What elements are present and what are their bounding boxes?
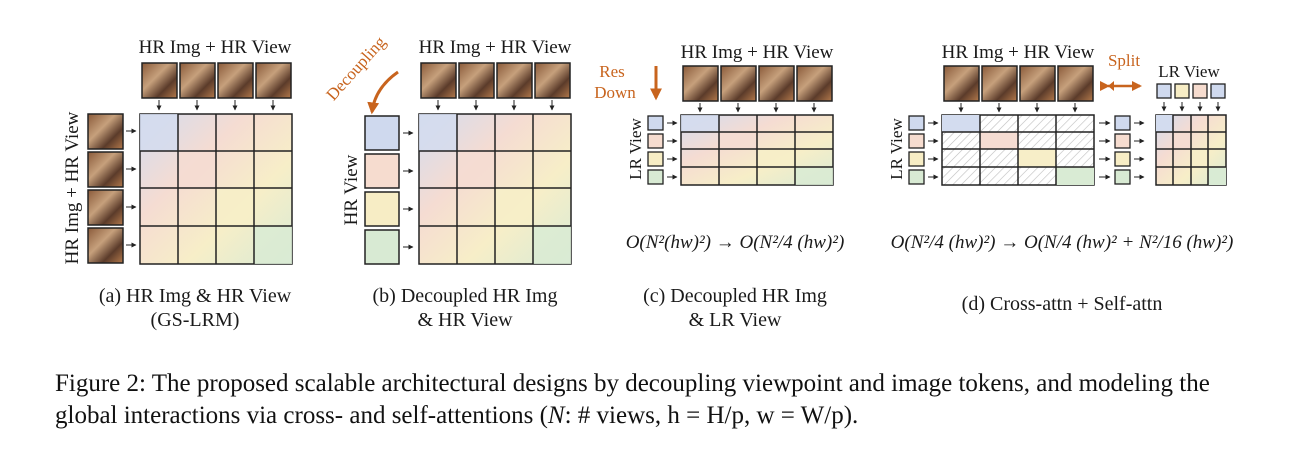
panel-c-formula: O(N²(hw)²) → O(N²/4 (hw)²) [626, 232, 845, 253]
thumbnail-image [943, 65, 980, 102]
panel-c-attention-grid [680, 114, 834, 186]
panel-b-caption-line2: & HR View [417, 309, 513, 331]
res-down-line1: Res [599, 62, 625, 81]
panel-a-image-column [87, 113, 137, 264]
view-token [908, 115, 925, 131]
panel-b-caption-line1: (b) Decoupled HR Img [373, 285, 558, 307]
thumbnail-image [534, 62, 571, 99]
panel-a-caption-line1: (a) HR Img & HR View [99, 285, 292, 307]
view-token [364, 115, 400, 151]
view-token [1114, 133, 1131, 149]
panel-d-top-label: HR Img + HR View [942, 42, 1095, 63]
view-token [364, 191, 400, 227]
view-token [1192, 83, 1208, 99]
thumbnail-image [255, 62, 292, 99]
thumbnail-image [217, 62, 254, 99]
figure-caption: Figure 2: The proposed scalable architec… [55, 368, 1265, 432]
panel-b-side-label: HR View [341, 154, 362, 225]
view-token [1114, 151, 1131, 167]
thumbnail-image [981, 65, 1018, 102]
panel-d-caption-line1: (d) Cross-attn + Self-attn [962, 293, 1163, 315]
caption-suffix: : # views, h = H/p, w = W/p). [564, 402, 859, 429]
panel-c-view-tokens [647, 115, 678, 185]
panel-b: Decoupling HR Img + HR View HR View [322, 32, 572, 331]
caption-math: N [547, 402, 565, 429]
thumbnail-image [796, 65, 833, 102]
thumbnail-image [179, 62, 216, 99]
res-down-line2: Down [594, 83, 636, 102]
panel-c-top-label: HR Img + HR View [681, 42, 834, 63]
panel-b-attention-grid [418, 113, 572, 265]
thumbnail-image [458, 62, 495, 99]
panel-a-image-row [141, 62, 292, 111]
thumbnail-image [720, 65, 757, 102]
panel-c-image-row [682, 65, 833, 113]
panel-d-formula: O(N²/4 (hw)²) → O(N/4 (hw)² + N²/16 (hw)… [891, 232, 1234, 253]
panel-a: HR Img + HR View HR Img + HR View [62, 37, 293, 331]
thumbnail-image [87, 227, 124, 264]
thumbnail-image [420, 62, 457, 99]
panel-a-top-label: HR Img + HR View [139, 37, 292, 58]
panel-d: HR Img + HR View Split LR View L [887, 42, 1233, 315]
thumbnail-image [496, 62, 533, 99]
caption-prefix: Figure 2: The proposed scalable architec… [55, 370, 1210, 429]
panel-b-top-label: HR Img + HR View [419, 37, 572, 58]
view-token [1174, 83, 1190, 99]
view-token [647, 169, 664, 185]
panel-c-caption-line2: & LR View [689, 309, 782, 331]
panel-d-image-row [943, 65, 1094, 113]
view-token [908, 151, 925, 167]
panel-d-lr-label: LR View [1158, 62, 1220, 81]
decoupling-arrow-icon [367, 70, 399, 115]
panel-c: Res Down HR Img + HR View LR View [594, 42, 844, 331]
panel-b-view-tokens [364, 115, 414, 265]
thumbnail-image [758, 65, 795, 102]
thumbnail-image [87, 113, 124, 150]
panel-d-cross-attention-grid [941, 114, 1095, 186]
panel-d-view-tokens [908, 115, 939, 185]
panel-d-split-tokens [1099, 115, 1145, 185]
view-token [1156, 83, 1172, 99]
thumbnail-image [1057, 65, 1094, 102]
thumbnail-image [141, 62, 178, 99]
panel-c-caption-line1: (c) Decoupled HR Img [643, 285, 827, 307]
split-label: Split [1108, 51, 1140, 70]
view-token [1114, 169, 1131, 185]
panel-d-side-label: LR View [887, 118, 906, 180]
view-token [647, 133, 664, 149]
view-token [908, 133, 925, 149]
view-token [364, 153, 400, 189]
panel-d-lr-tokens-row [1156, 83, 1226, 112]
panel-d-self-attention-grid [1155, 114, 1227, 186]
panel-a-attention-grid [139, 113, 293, 265]
view-token [1210, 83, 1226, 99]
thumbnail-image [87, 189, 124, 226]
view-token [647, 151, 664, 167]
thumbnail-image [1019, 65, 1056, 102]
panel-b-image-row [420, 62, 571, 111]
split-arrow-icon [1100, 81, 1142, 91]
view-token [908, 169, 925, 185]
view-token [1114, 115, 1131, 131]
panel-c-side-label: LR View [626, 118, 645, 180]
thumbnail-image [87, 151, 124, 188]
panel-a-caption-line2: (GS-LRM) [151, 309, 240, 331]
view-token [364, 229, 400, 265]
panel-a-side-label: HR Img + HR View [62, 111, 83, 264]
thumbnail-image [682, 65, 719, 102]
view-token [647, 115, 664, 131]
